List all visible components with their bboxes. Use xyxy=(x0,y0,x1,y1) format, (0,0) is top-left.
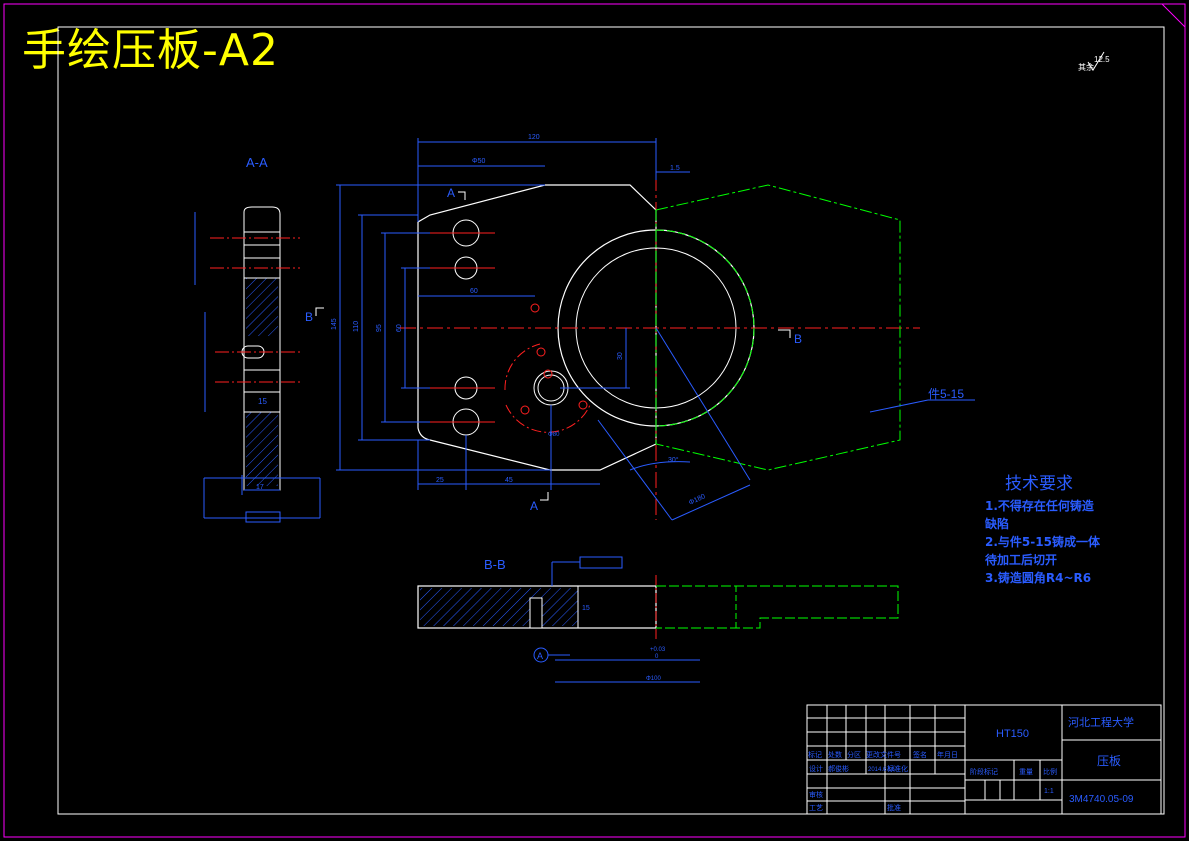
tech-item-5: 3.铸造圆角R4~R6 xyxy=(985,571,1092,585)
part-note: 件5-15 xyxy=(928,387,964,401)
tb-header-4: 签名 xyxy=(913,750,927,759)
section-aa-label: A-A xyxy=(246,155,268,170)
tb-header-3: 更改文件号 xyxy=(866,750,901,759)
tb-header-2: 分区 xyxy=(847,750,861,759)
datum-a: A xyxy=(537,651,543,661)
dim-60-vertical: 60 xyxy=(396,324,403,332)
tb-drawing-no: 3M4740.05-09 xyxy=(1069,794,1134,805)
dim-15-aa: 15 xyxy=(258,397,267,406)
tb-stage-label: 阶段标记 xyxy=(970,767,998,776)
title-block xyxy=(806,704,1162,815)
roughness-other-label: 其余 xyxy=(1078,62,1094,72)
technical-requirements: 技术要求 1.不得存在任何铸造 缺陷 2.与件5-15铸成一体 待加工后切开 3… xyxy=(985,475,1100,587)
title-block-text: 标记 处数 分区 更改文件号 签名 年月日 设计 郝俊彬 2014.6.16 标… xyxy=(808,715,1134,812)
front-view: 120 Φ50 1.5 145 110 95 60 60 30 25 45 Φ8… xyxy=(305,134,975,521)
tech-item-4: 待加工后切开 xyxy=(985,553,1058,567)
tech-heading: 技术要求 xyxy=(1005,474,1073,494)
tb-header-0: 标记 xyxy=(808,750,822,759)
tb-design-label: 设计 xyxy=(809,764,823,773)
tb-approve-label: 批准 xyxy=(887,803,901,812)
roughness-value: 12.5 xyxy=(1094,55,1110,64)
tb-weight-label: 重量 xyxy=(1019,768,1033,776)
dim-30-degree: 30° xyxy=(668,456,679,464)
tb-header-1: 处数 xyxy=(828,750,842,759)
tb-std-label: 标准化 xyxy=(887,764,908,773)
section-aa-view: A-A 17 15 xyxy=(194,155,321,523)
tb-design-date: 2014.6.16 xyxy=(868,767,895,773)
dim-17: 17 xyxy=(256,484,264,491)
dim-95: 95 xyxy=(376,324,383,332)
tb-process-label: 工艺 xyxy=(809,804,823,812)
dim-phi100: Φ100 xyxy=(646,676,661,682)
tb-scale: 1:1 xyxy=(1044,788,1054,795)
tech-item-2: 缺陷 xyxy=(985,517,1010,531)
roughness-symbol: 其余 12.5 xyxy=(1078,51,1110,72)
dim-120: 120 xyxy=(528,134,540,141)
dim-15-bb: 15 xyxy=(582,605,590,612)
corner-tick xyxy=(1161,3,1186,28)
tb-school: 河北工程大学 xyxy=(1068,715,1134,729)
tolerance-zero: 0 xyxy=(655,654,659,660)
outer-frame xyxy=(3,3,1186,838)
tb-scale-label: 比例 xyxy=(1043,767,1057,776)
dim-phi180: Φ180 xyxy=(688,493,707,507)
dim-1-5: 1.5 xyxy=(670,165,680,172)
dim-25: 25 xyxy=(436,477,444,484)
tb-part-name: 压板 xyxy=(1097,754,1121,768)
section-bb-label: B-B xyxy=(484,557,506,572)
section-bb-view: B-B +0.03 0 Φ100 A 15 xyxy=(417,556,899,683)
tb-header-5: 年月日 xyxy=(937,750,958,759)
dim-phi50: Φ50 xyxy=(472,158,485,165)
tb-material: HT150 xyxy=(996,728,1029,740)
drawing-title: 手绘压板-A2 xyxy=(22,25,279,76)
tolerance-plus: +0.03 xyxy=(650,647,666,653)
dim-110: 110 xyxy=(353,321,360,332)
section-mark-a-top: A xyxy=(447,186,455,200)
tb-design-name: 郝俊彬 xyxy=(828,764,849,773)
inner-frame xyxy=(57,26,1165,815)
dim-30: 30 xyxy=(617,352,624,360)
section-mark-b-right: B xyxy=(794,332,802,346)
section-mark-a-bottom: A xyxy=(530,499,538,513)
dim-145: 145 xyxy=(331,318,338,330)
dim-60-horizontal: 60 xyxy=(470,288,478,295)
dim-45: 45 xyxy=(505,477,513,484)
dim-phi80-front: Φ80 xyxy=(548,432,560,438)
section-mark-b-left: B xyxy=(305,310,313,324)
tech-item-1: 1.不得存在任何铸造 xyxy=(985,499,1094,513)
tb-review-label: 审核 xyxy=(809,790,823,799)
tech-item-3: 2.与件5-15铸成一体 xyxy=(985,535,1100,549)
